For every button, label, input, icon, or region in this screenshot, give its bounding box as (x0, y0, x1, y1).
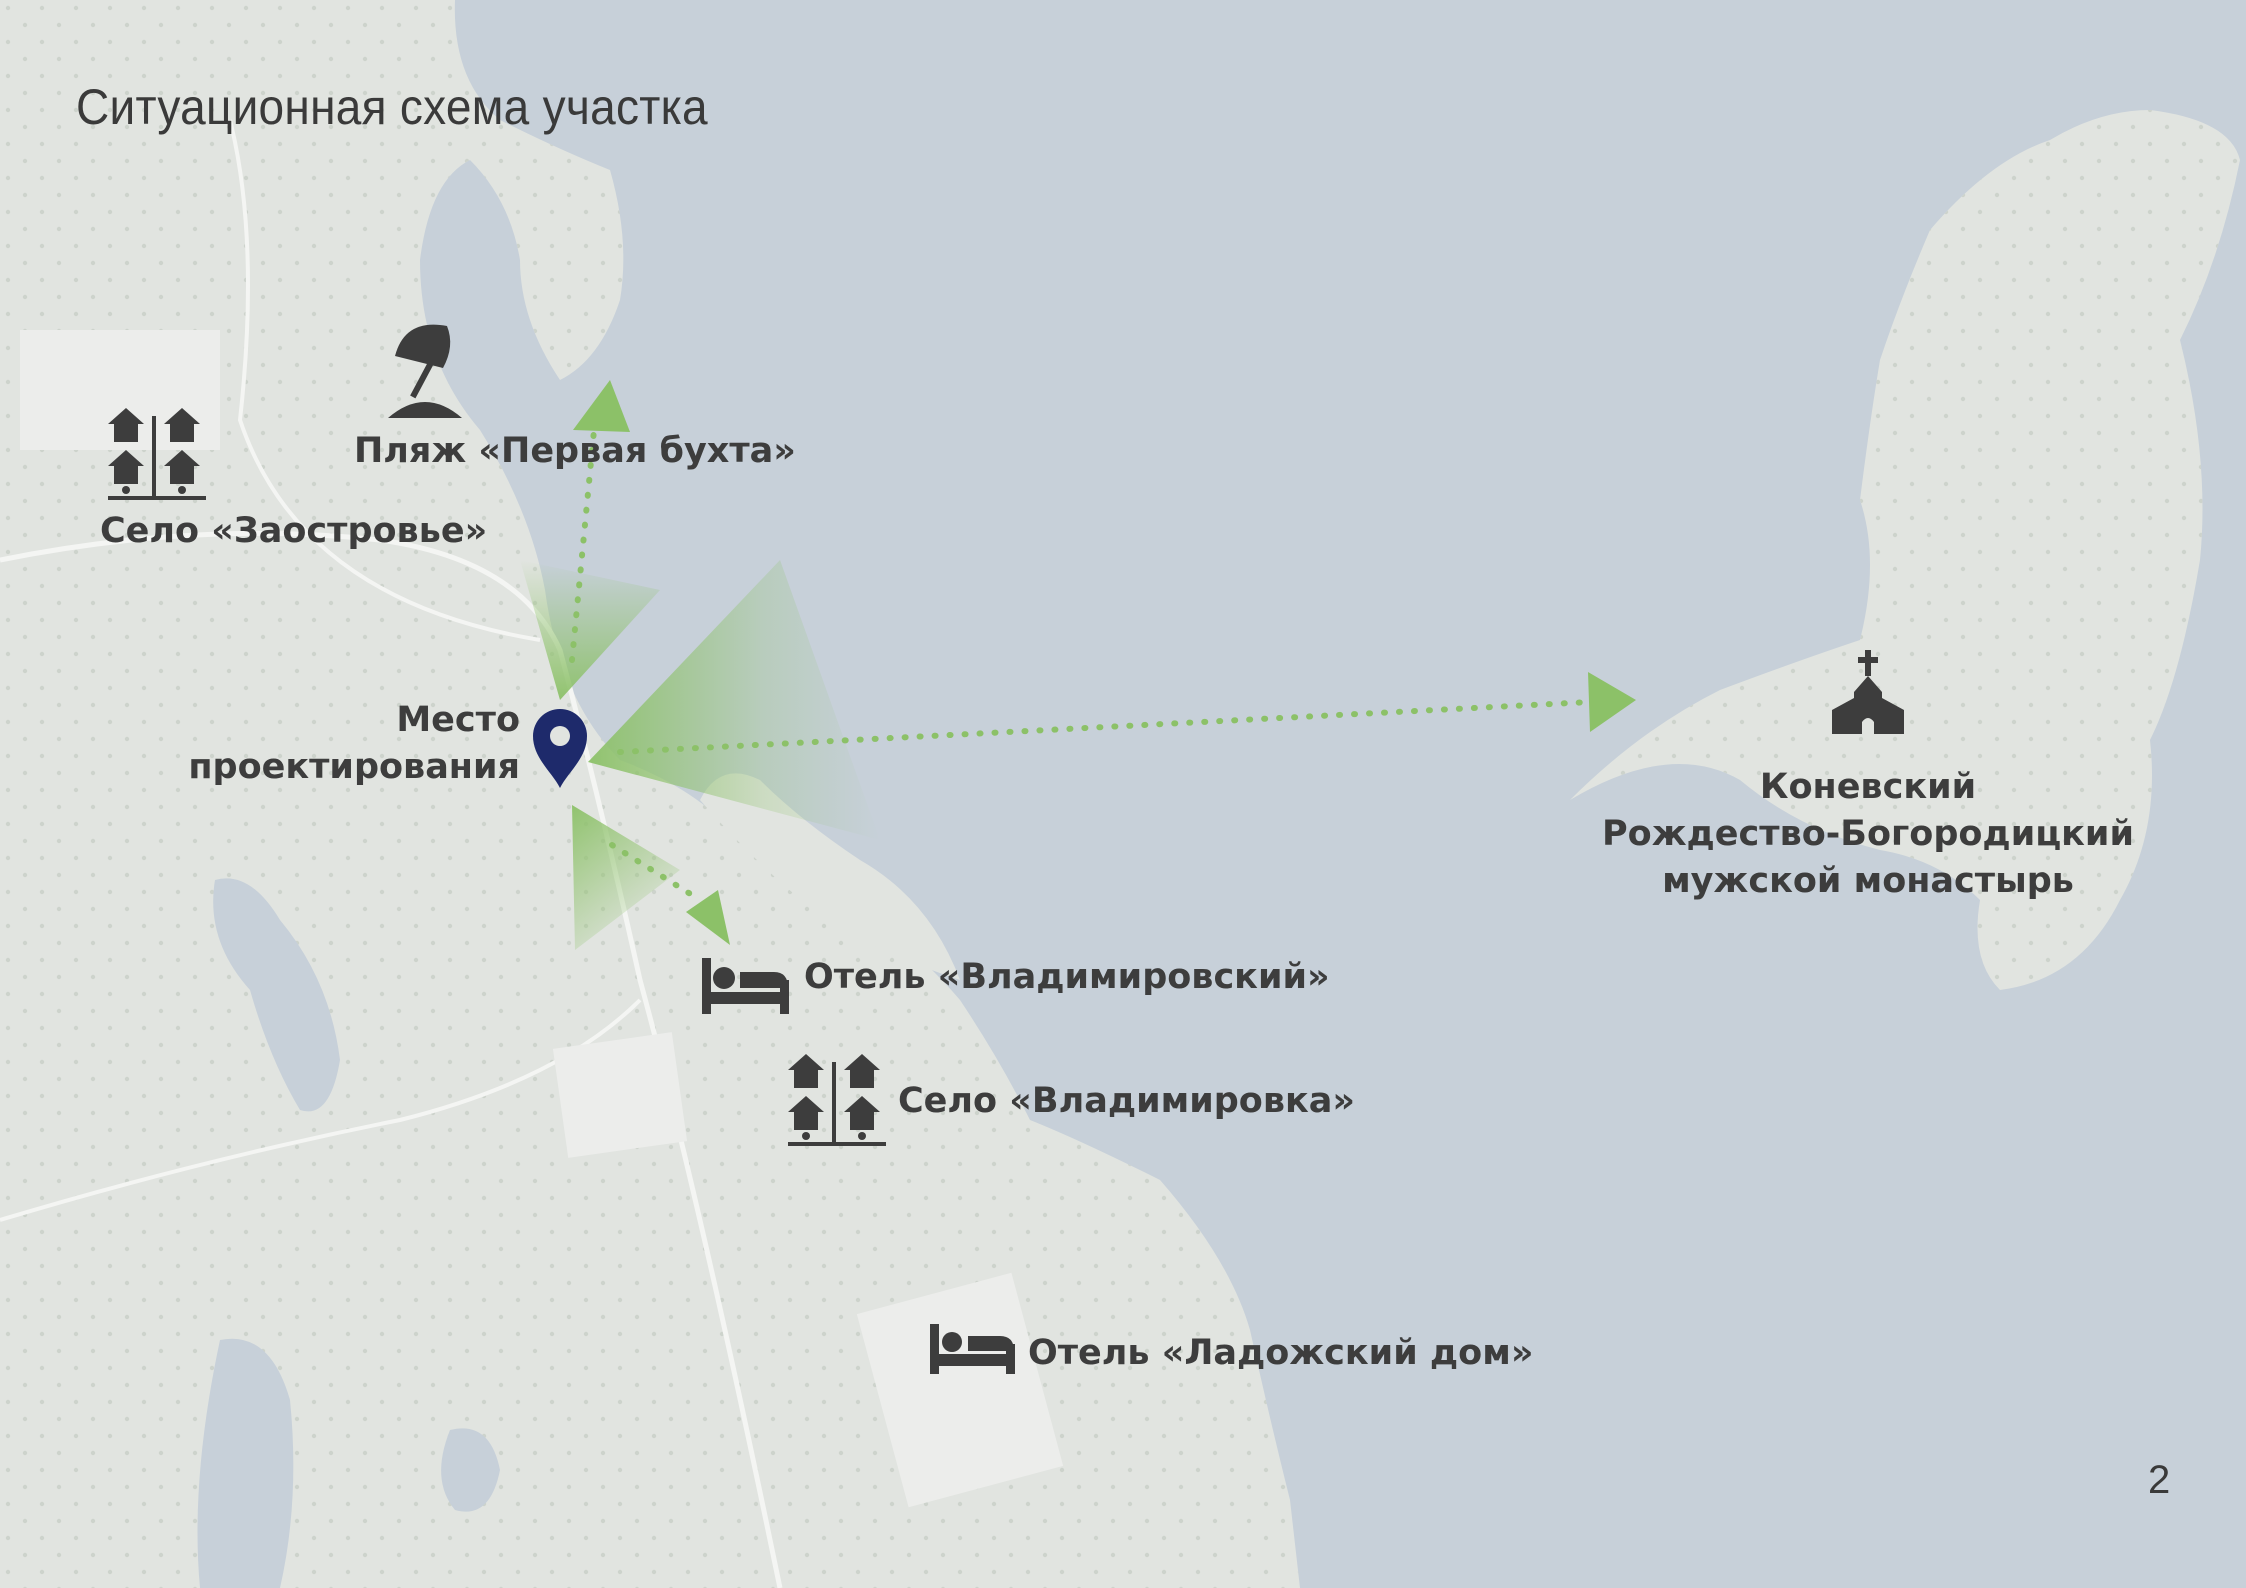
hotel-ladozhsky-label: Отель «Ладожский дом» (1028, 1333, 1534, 1373)
arrow-to-hotel (609, 842, 703, 903)
inland-lake (197, 1338, 294, 1588)
site-label: Место проектирования (120, 697, 520, 791)
arrow-to-beach (569, 417, 598, 663)
inland-lake (441, 1428, 500, 1512)
site-label-line1: Место (396, 700, 520, 740)
village-vladimirovka-label: Село «Владимировка» (898, 1081, 1355, 1121)
bed-icon (930, 1324, 1015, 1374)
inland-lake (213, 878, 340, 1112)
site-label-line2: проектирования (188, 747, 520, 787)
western-shore (0, 0, 1300, 1588)
page-title: Ситуационная схема участка (76, 79, 708, 135)
view-fans (520, 560, 880, 950)
view-fan-south (572, 805, 680, 950)
view-fan-east (588, 560, 880, 840)
monastery-label-line2: Рождество-Богородицкий (1602, 814, 2134, 854)
konevets-island (1570, 110, 2240, 990)
bed-icon (702, 958, 789, 1014)
beach-label: Пляж «Первая бухта» (354, 431, 796, 471)
village-houses-icon (108, 408, 206, 500)
village-houses-icon (788, 1054, 886, 1146)
hotel-vladimirovsky-label: Отель «Владимировский» (804, 957, 1330, 997)
village-zaostrovye-label: Село «Заостровье» (100, 511, 488, 551)
page-number: 2 (2148, 1458, 2171, 1502)
monastery-label: Коневский Рождество-Богородицкий мужской… (1568, 764, 2168, 905)
arrowhead-beach (573, 380, 630, 432)
view-fan-north (520, 560, 660, 700)
arrowhead-monastery (1588, 672, 1636, 732)
monastery-label-line1: Коневский (1759, 767, 1977, 807)
map-pin-icon[interactable] (533, 709, 587, 788)
monastery-label-line3: мужской монастырь (1662, 861, 2074, 901)
arrows (569, 380, 1636, 945)
beach-umbrella-icon (388, 324, 462, 418)
arrow-to-monastery (617, 699, 1593, 755)
arrowhead-hotel (686, 890, 730, 945)
church-icon (1832, 650, 1904, 734)
